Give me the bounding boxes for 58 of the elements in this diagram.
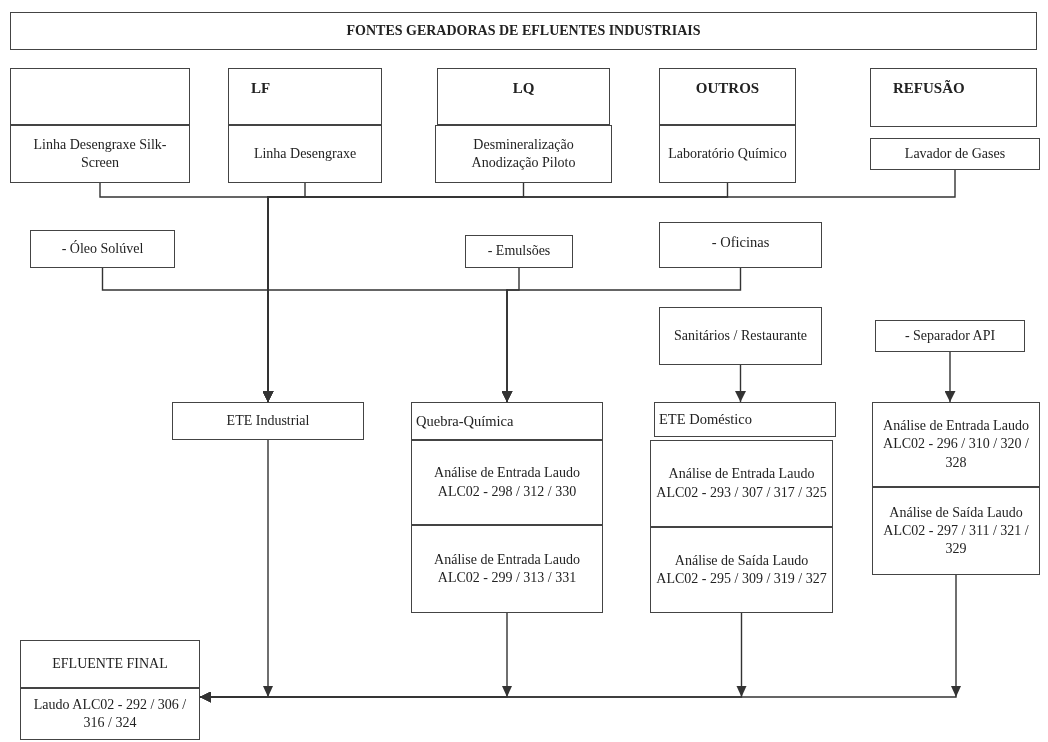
box-label: OUTROS: [695, 79, 760, 98]
box-label: Linha Desengraxe Silk-Screen: [32, 135, 168, 172]
process-box: [10, 125, 190, 183]
process-box: [20, 640, 200, 688]
section-header-box: [870, 68, 1037, 127]
connector-arrow: [199, 574, 961, 703]
box-label: Linha Desengraxe: [253, 144, 357, 163]
box-label: - Oficinas: [711, 233, 770, 252]
box-label: ETE Doméstico: [659, 410, 753, 429]
process-box: [650, 527, 833, 613]
process-box: [465, 235, 573, 268]
section-header-box: [659, 68, 796, 125]
box-label: Análise de Entrada Laudo ALC02 - 299 / 313 / 331: [433, 550, 581, 587]
box-label: - Óleo Solúvel: [61, 239, 144, 258]
process-box: [872, 402, 1040, 487]
process-box: [659, 307, 822, 365]
box-label: ETE Industrial: [226, 411, 310, 430]
process-box: [435, 125, 612, 183]
box-label: Quebra-Química: [416, 411, 514, 431]
box-label: Análise de Entrada Laudo ALC02 - 296 / 310 / 320 / 328: [882, 417, 1030, 472]
box-label: Análise de Saída Laudo ALC02 - 297 / 311 / 321 / 329: [882, 503, 1030, 559]
process-box: [659, 222, 822, 268]
process-box: [172, 402, 364, 440]
process-box: [411, 440, 603, 525]
box-label: REFUSÃO: [893, 79, 965, 98]
process-box: [650, 440, 833, 527]
box-label: EFLUENTE FINAL: [52, 654, 168, 673]
connector-arrow: [944, 351, 956, 403]
box-label: - Emulsões: [487, 242, 551, 261]
section-header-box: [437, 68, 610, 125]
box-label: Análise de Entrada Laudo ALC02 - 293 / 307 / 317 / 325: [655, 465, 828, 502]
process-box: [872, 487, 1040, 575]
section-header-box: [228, 68, 382, 125]
box-label: Laudo ALC02 - 292 / 306 / 316 / 324: [32, 695, 188, 732]
box-label: Laboratório Químico: [668, 144, 787, 163]
box-label: Lavador de Gases: [904, 144, 1006, 163]
box-label: - Separador API: [904, 326, 996, 345]
box-label: Análise de Entrada Laudo ALC02 - 298 / 312 / 330: [433, 464, 581, 501]
box-label: LF: [251, 79, 271, 98]
process-box: [411, 525, 603, 613]
box-label: Desmineralização Anodização Piloto: [470, 135, 577, 172]
box-shape: [10, 68, 190, 125]
box-label: Sanitários / Restaurante: [674, 326, 807, 345]
box-label: FONTES GERADORAS DE EFLUENTES INDUSTRIAIS: [346, 21, 701, 40]
box-label: Análise de Saída Laudo ALC02 - 295 / 309 / 319 / 327: [655, 551, 828, 588]
process-box: [30, 230, 175, 268]
connector-arrow: [501, 267, 742, 403]
connector-arrow: [735, 364, 746, 403]
process-box: [875, 320, 1025, 352]
connector-arrow: [262, 169, 956, 403]
process-box: [20, 688, 200, 740]
process-box: [870, 138, 1040, 170]
process-box: [411, 402, 603, 440]
process-box: [659, 125, 796, 183]
process-box: [228, 125, 382, 183]
process-box: [654, 402, 836, 437]
title-box: [10, 12, 1037, 50]
box-label: LQ: [512, 79, 535, 98]
